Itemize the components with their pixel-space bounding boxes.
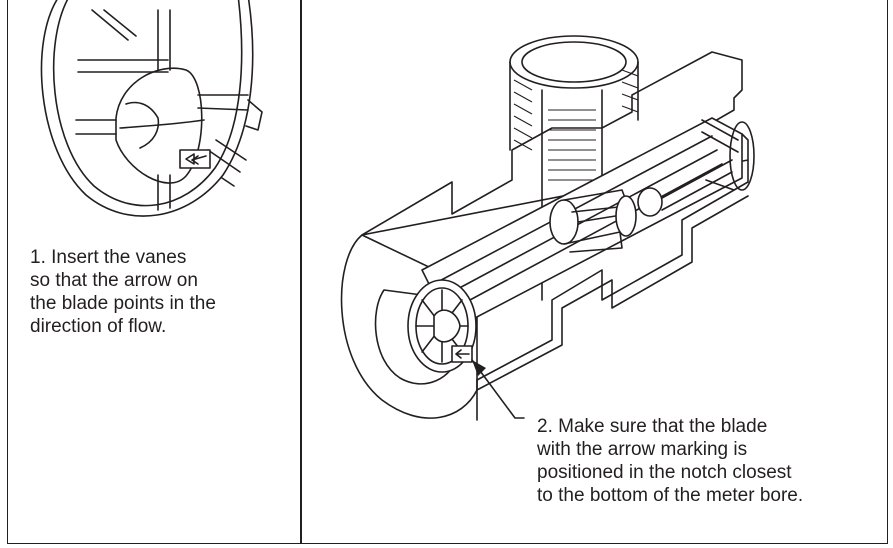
- diagram-frame: [7, 0, 888, 544]
- step-1-caption: 1. Insert the vanes so that the arrow on…: [30, 247, 216, 337]
- step-2-panel: 2. Make sure that the blade with the arr…: [302, 0, 887, 544]
- vane-closeup-illustration: [40, 0, 263, 217]
- meter-cutaway-illustration: [340, 35, 755, 421]
- step-1-panel: 1. Insert the vanes so that the arrow on…: [8, 0, 300, 544]
- step-2-caption: 2. Make sure that the blade with the arr…: [537, 416, 804, 506]
- panel-divider: [300, 0, 302, 544]
